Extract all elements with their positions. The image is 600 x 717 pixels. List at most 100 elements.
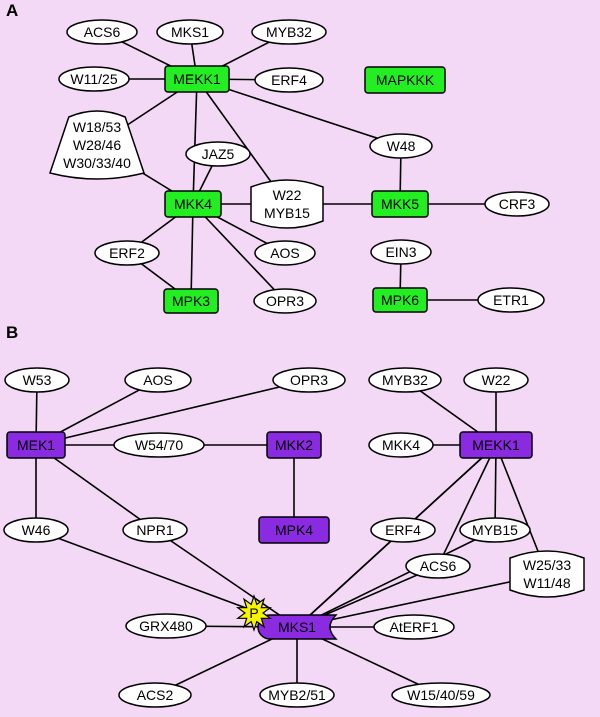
node-label: AOS [143, 372, 173, 388]
node-b-acs2[interactable]: ACS2 [118, 682, 192, 708]
node-shape [124, 367, 192, 393]
node-a-mekk1[interactable]: MEKK1 [164, 65, 230, 93]
node-shape [254, 240, 316, 266]
node-label: CRF3 [499, 196, 536, 212]
node-shape [364, 66, 446, 94]
node-b-mkk2[interactable]: MKK2 [266, 431, 322, 459]
node-b-aos[interactable]: AOS [124, 367, 192, 393]
node-a-mpk3[interactable]: MPK3 [163, 288, 219, 314]
node-a-mapkkk[interactable]: MAPKKK [364, 66, 446, 94]
node-label: W15/40/59 [407, 687, 475, 703]
node-shape [477, 287, 545, 313]
node-shape [459, 517, 531, 543]
node-shape [259, 682, 335, 708]
node-label: W22 [482, 372, 511, 388]
node-shape [185, 141, 251, 167]
node-b-erf4[interactable]: ERF4 [370, 517, 436, 543]
node-b-acs6[interactable]: ACS6 [405, 553, 471, 579]
edge-b-erf4-to-b-mks1 [296, 529, 404, 628]
node-a-mkk4[interactable]: MKK4 [164, 190, 222, 218]
node-shape [463, 367, 529, 393]
node-b-w46[interactable]: W46 [3, 517, 69, 543]
node-shape [370, 517, 436, 543]
node-a-mks1[interactable]: MKS1 [156, 19, 224, 45]
node-b-myb251[interactable]: MYB2/51 [259, 682, 335, 708]
node-label: MPK4 [275, 522, 313, 538]
node-a-crf3[interactable]: CRF3 [484, 191, 550, 217]
node-b-mkk4[interactable]: MKK4 [368, 432, 434, 458]
node-label: W22 [273, 187, 302, 203]
node-b-npr1[interactable]: NPR1 [122, 517, 188, 543]
node-label: ACS6 [84, 24, 121, 40]
node-a-myb32[interactable]: MYB32 [251, 19, 327, 45]
node-label: MKK4 [174, 196, 212, 212]
node-shape [251, 19, 327, 45]
node-label: W18/53 [73, 119, 121, 135]
node-b-opr3[interactable]: OPR3 [272, 367, 346, 393]
node-b-w5470[interactable]: W54/70 [113, 432, 205, 458]
node-label: W25/33 [523, 557, 571, 573]
node-shape [368, 367, 442, 393]
node-b-w154059[interactable]: W15/40/59 [391, 682, 491, 708]
panel-label-a: A [6, 1, 18, 20]
node-a-erf4[interactable]: ERF4 [254, 67, 324, 93]
node-b-mekk1[interactable]: MEKK1 [459, 431, 533, 459]
node-shape [4, 367, 70, 393]
node-a-etr1[interactable]: ETR1 [477, 287, 545, 313]
edge-b-mek1-to-b-npr1 [35, 444, 156, 531]
node-a-acs6[interactable]: ACS6 [66, 19, 138, 45]
node-a-jaz5[interactable]: JAZ5 [185, 141, 251, 167]
node-shape [459, 431, 533, 459]
node-label: MPK3 [172, 293, 210, 309]
node-label: MKK4 [382, 437, 420, 453]
node-a-mkk5[interactable]: MKK5 [371, 190, 429, 218]
node-shape [164, 190, 222, 218]
node-b-mpk4[interactable]: MPK4 [258, 516, 330, 544]
node-a-aos[interactable]: AOS [254, 240, 316, 266]
node-label: W54/70 [135, 437, 183, 453]
node-shape [156, 19, 224, 45]
node-b-myb32[interactable]: MYB32 [368, 367, 442, 393]
node-shape [371, 190, 429, 218]
node-b-aterf1[interactable]: AtERF1 [373, 614, 455, 640]
edge-b-w2533-to-b-mks1 [296, 573, 548, 628]
node-label: ETR1 [493, 292, 529, 308]
node-b-myb15[interactable]: MYB15 [459, 517, 531, 543]
node-a-ein3[interactable]: EIN3 [370, 239, 432, 265]
node-a-erf2[interactable]: ERF2 [94, 240, 160, 266]
node-a-opr3[interactable]: OPR3 [253, 288, 317, 314]
edge-b-mekk1-to-b-acs6 [437, 444, 497, 567]
node-label: MYB32 [266, 24, 312, 40]
node-shape [125, 613, 207, 639]
node-shape [254, 67, 324, 93]
node-label: NPR1 [136, 522, 174, 538]
edge-a-mekk1-to-a-w48 [196, 78, 402, 147]
node-a-w1125[interactable]: W11/25 [58, 66, 130, 92]
node-b-mek1[interactable]: MEK1 [6, 431, 66, 459]
node-shape [118, 682, 192, 708]
node-label: W11/48 [523, 575, 570, 591]
node-label: MYB2/51 [268, 687, 326, 703]
node-shape [258, 516, 330, 544]
node-a-w48[interactable]: W48 [369, 133, 433, 159]
node-label: W11/25 [70, 71, 117, 87]
node-shape [370, 239, 432, 265]
burst-star [235, 594, 273, 632]
node-shape [122, 517, 188, 543]
node-b-w22[interactable]: W22 [463, 367, 529, 393]
node-label: MAPKKK [376, 72, 435, 88]
node-label: AtERF1 [389, 619, 438, 635]
node-label: W53 [23, 372, 52, 388]
node-shape [94, 240, 160, 266]
node-b-grx480[interactable]: GRX480 [125, 613, 207, 639]
node-b-w53[interactable]: W53 [4, 367, 70, 393]
node-label: MKK5 [381, 196, 419, 212]
node-label: ERF4 [385, 522, 421, 538]
node-a-mpk6[interactable]: MPK6 [372, 287, 428, 313]
node-label: AOS [270, 245, 300, 261]
